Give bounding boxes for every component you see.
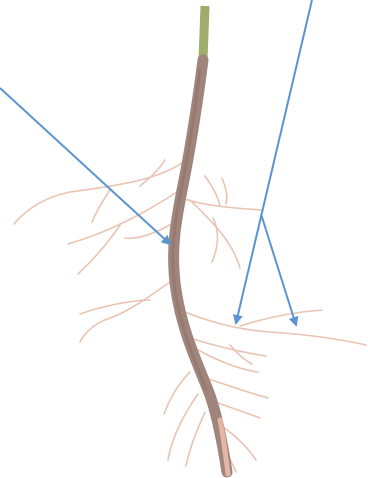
lateral-root: [68, 190, 180, 244]
arrow-to-lateral-root-left: [236, 0, 312, 323]
arrow-to-lateral-root-right: [261, 214, 296, 325]
lateral-root: [222, 178, 227, 204]
lateral-root: [230, 345, 252, 364]
lateral-root: [14, 160, 186, 224]
lateral-root: [92, 190, 110, 222]
plant-stem: [203, 6, 205, 60]
lateral-root: [190, 338, 266, 356]
lateral-root: [205, 176, 220, 206]
arrow-to-taproot: [0, 88, 170, 244]
pointer-arrows: [0, 0, 312, 325]
lateral-root: [168, 394, 198, 460]
lateral-root: [164, 372, 190, 414]
lateral-root: [186, 412, 205, 466]
taproot: [174, 60, 227, 472]
lateral-root: [80, 282, 170, 342]
lateral-root: [78, 225, 120, 274]
lateral-root: [190, 200, 240, 268]
lateral-root: [240, 310, 322, 326]
lateral-roots: [14, 160, 366, 472]
